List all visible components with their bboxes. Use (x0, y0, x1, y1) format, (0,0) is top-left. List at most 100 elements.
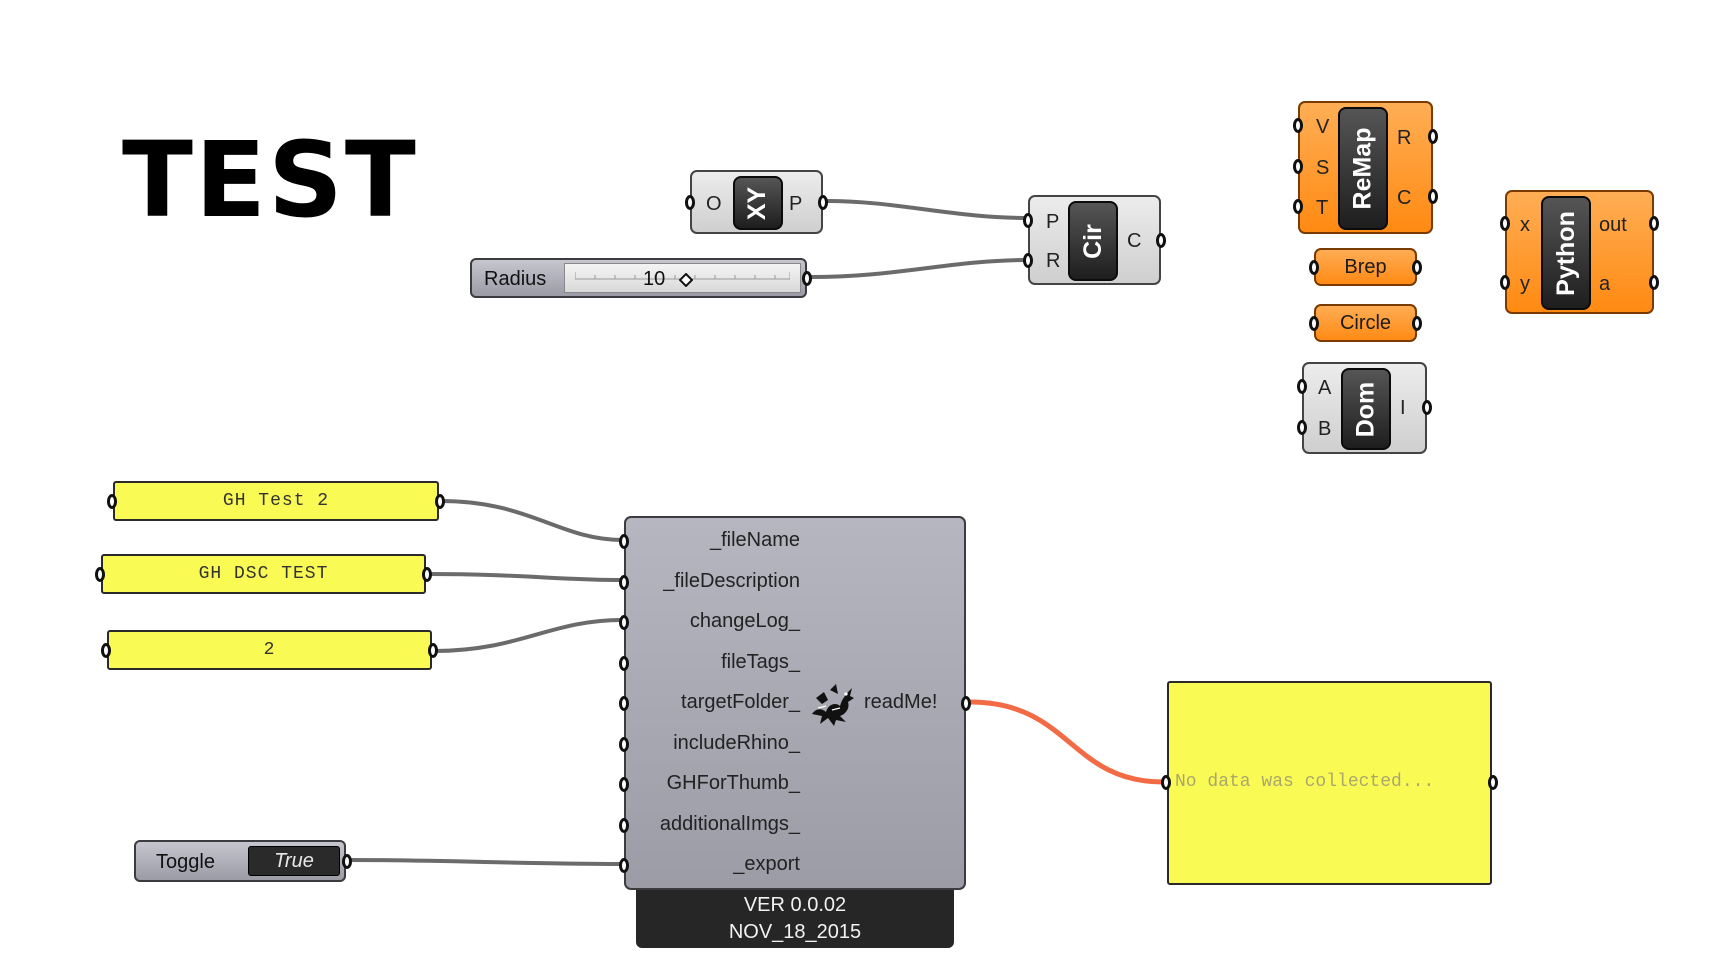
remap-input-t-grip[interactable] (1293, 199, 1303, 214)
input-target-folder: targetFolder_ (681, 691, 800, 713)
dragon-icon (812, 684, 854, 726)
python-input-y: y (1520, 273, 1530, 295)
brep-input-grip[interactable] (1309, 260, 1319, 275)
python-input-x-grip[interactable] (1500, 216, 1510, 231)
circle-output-c: C (1127, 230, 1142, 252)
grip-gh-for-thumb[interactable] (619, 777, 629, 792)
domain-input-a: A (1318, 377, 1332, 399)
wire-xy-to-circle-p (825, 199, 1031, 220)
circle-input-p-grip[interactable] (1023, 213, 1033, 228)
diamond-icon[interactable] (679, 273, 693, 287)
grip-readme-output[interactable] (961, 696, 971, 711)
input-file-tags: fileTags_ (721, 651, 800, 673)
grip-file-description[interactable] (619, 575, 629, 590)
xy-input-grip[interactable] (685, 195, 695, 210)
wire-radius-to-circle-r (809, 258, 1031, 279)
panel-change-log-output-grip[interactable] (428, 643, 438, 658)
remap-output-r: R (1397, 127, 1412, 149)
remap-input-s-grip[interactable] (1293, 159, 1303, 174)
panel-file-name-output-grip[interactable] (435, 494, 445, 509)
circle-input-r-grip[interactable] (1023, 253, 1033, 268)
python-nickname: Python (1541, 196, 1591, 310)
main-component[interactable]: _fileName _fileDescription changeLog_ fi… (619, 516, 971, 890)
remap-component[interactable]: V S T ReMap R C (1293, 101, 1438, 234)
xy-output-p: P (789, 193, 803, 215)
grip-export[interactable] (619, 858, 629, 873)
output-panel-output-grip[interactable] (1488, 775, 1498, 790)
domain-output-i: I (1400, 397, 1406, 419)
brep-param[interactable]: Brep (1309, 248, 1422, 286)
remap-input-v-grip[interactable] (1293, 118, 1303, 133)
circle-component[interactable]: P R Cir C (1023, 195, 1166, 285)
output-readme: readMe! (864, 691, 938, 713)
input-file-name: _fileName (709, 529, 800, 551)
brep-param-label: Brep (1344, 255, 1387, 278)
wire-panel1-to-filename (440, 499, 623, 542)
wire-panel2-to-filedescription (427, 572, 623, 582)
input-file-description: _fileDescription (663, 570, 800, 592)
panel-file-description-input-grip[interactable] (95, 567, 105, 582)
panel-file-name[interactable]: GH Test 2 (107, 481, 445, 521)
version-date: NOV_18_2015 (728, 921, 862, 943)
panel-change-log-input-grip[interactable] (101, 643, 111, 658)
output-panel-input-grip[interactable] (1161, 775, 1171, 790)
panel-change-log-text: 2 (263, 640, 276, 660)
toggle-label: Toggle (156, 851, 215, 873)
python-output-a-grip[interactable] (1649, 275, 1659, 290)
python-component[interactable]: x y Python out a (1500, 190, 1659, 314)
circle-param-input-grip[interactable] (1309, 316, 1319, 331)
circle-output-grip[interactable] (1156, 233, 1166, 248)
domain-output-grip[interactable] (1422, 400, 1432, 415)
circle-nickname: Cir (1068, 201, 1118, 281)
grip-change-log[interactable] (619, 615, 629, 630)
panel-change-log[interactable]: 2 (101, 630, 438, 670)
input-export: _export (733, 853, 800, 875)
domain-component[interactable]: A B Dom I (1297, 362, 1432, 454)
domain-nickname: Dom (1341, 368, 1391, 450)
grip-include-rhino[interactable] (619, 737, 629, 752)
remap-output-r-grip[interactable] (1428, 129, 1438, 144)
remap-input-t: T (1316, 197, 1329, 219)
input-change-log: changeLog_ (689, 610, 800, 632)
grip-file-tags[interactable] (619, 656, 629, 671)
panel-file-name-input-grip[interactable] (107, 494, 117, 509)
panel-file-description-output-grip[interactable] (422, 567, 432, 582)
circle-param-output-grip[interactable] (1412, 316, 1422, 331)
python-output-out-grip[interactable] (1649, 216, 1659, 231)
grip-target-folder[interactable] (619, 696, 629, 711)
slider-output-grip[interactable] (802, 271, 812, 286)
panel-file-description-text: GH DSC TEST (198, 564, 329, 584)
boolean-toggle[interactable]: Toggle True (134, 840, 352, 882)
toggle-value: True (274, 849, 314, 872)
circle-input-p: P (1046, 211, 1060, 233)
xy-output-grip[interactable] (818, 195, 828, 210)
panel-file-description[interactable]: GH DSC TEST (95, 554, 432, 594)
domain-input-a-grip[interactable] (1297, 379, 1307, 394)
radius-slider[interactable]: Radius 10 (470, 258, 812, 298)
version-footer: VER 0.0.02 NOV_18_2015 (636, 890, 954, 948)
remap-output-c-grip[interactable] (1428, 189, 1438, 204)
output-panel[interactable]: No data was collected... (1161, 681, 1498, 885)
domain-input-b-grip[interactable] (1297, 420, 1307, 435)
circle-param-label: Circle (1339, 311, 1392, 334)
remap-nickname: ReMap (1338, 107, 1388, 230)
grip-file-name[interactable] (619, 534, 629, 549)
wire-readme-to-panel (969, 699, 1164, 785)
toggle-output-grip[interactable] (342, 854, 352, 869)
panel-file-name-text: GH Test 2 (222, 491, 330, 511)
xy-component[interactable]: O XY P (685, 170, 828, 234)
slider-track[interactable]: 10 (564, 263, 801, 293)
grip-additional-imgs[interactable] (619, 818, 629, 833)
brep-output-grip[interactable] (1412, 260, 1422, 275)
slider-label: Radius (484, 268, 547, 290)
output-panel-text: No data was collected... (1175, 772, 1435, 792)
toggle-value-box[interactable]: True (248, 846, 340, 876)
xy-nickname: XY (733, 176, 783, 230)
circle-param[interactable]: Circle (1309, 304, 1422, 342)
python-input-y-grip[interactable] (1500, 275, 1510, 290)
canvas-title: TEST (122, 119, 418, 241)
input-gh-for-thumb: GHForThumb_ (666, 772, 800, 794)
input-include-rhino: includeRhino_ (673, 732, 800, 754)
circle-input-r: R (1046, 250, 1061, 272)
